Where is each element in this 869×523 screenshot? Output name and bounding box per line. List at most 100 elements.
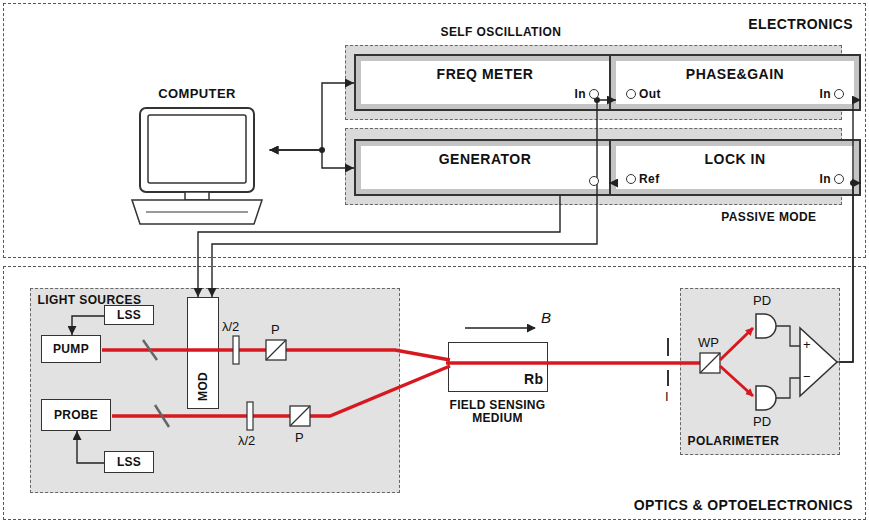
- node-label: OPTICS & OPTOELECTRONICS: [634, 497, 853, 513]
- control-box: LSS: [104, 305, 154, 325]
- mirror: [143, 340, 157, 360]
- instrument-name: LOCK IN: [623, 151, 847, 167]
- node-label: ELECTRONICS: [748, 16, 853, 32]
- port-group: Ref: [623, 172, 660, 186]
- part-label: λ/2: [238, 433, 255, 448]
- wollaston-prism: [700, 353, 720, 373]
- photodiode: [756, 314, 776, 338]
- mode-group: SELF OSCILLATIONFREQ METERInPHASE&GAINOu…: [345, 45, 842, 120]
- half-wave-plate: [233, 336, 239, 364]
- prism-diagonal: [700, 353, 720, 373]
- iris: [667, 338, 669, 356]
- instrument-name: FREQ METER: [368, 66, 602, 82]
- port-row: Out In: [623, 87, 847, 101]
- combined-beam: [446, 361, 710, 365]
- node-label: PUMP: [53, 342, 89, 356]
- field-arrow: [465, 327, 535, 329]
- port-row: [368, 176, 602, 186]
- diode-wire: [776, 378, 800, 398]
- node-label: PASSIVE MODE: [721, 210, 816, 224]
- instrument-box: GENERATOR: [354, 139, 616, 196]
- photodiode: [756, 386, 776, 410]
- vapor-cell: RbFIELD SENSING MEDIUM: [438, 342, 558, 432]
- iris: [667, 370, 669, 386]
- mirror: [155, 405, 169, 427]
- part-label: λ/2: [222, 319, 239, 334]
- port-name: Ref: [639, 172, 660, 186]
- part-label: −: [803, 369, 811, 384]
- port-circle: [589, 176, 599, 186]
- polarizer-diagonal: [266, 340, 286, 360]
- node-label: LIGHT SOURCES: [38, 293, 142, 307]
- port-group: Out: [623, 87, 661, 101]
- port-circle: [589, 89, 599, 99]
- signal-wire: [72, 316, 104, 335]
- keyboard-base: [132, 200, 262, 224]
- diode-wire: [776, 326, 800, 346]
- port-group: [586, 176, 602, 186]
- port-group: In: [820, 172, 847, 186]
- region-panel: ELECTRONICSCOMPUTERSELF OSCILLATIONFREQ …: [3, 3, 866, 258]
- polarizer-cube: [290, 406, 310, 426]
- difference-amplifier: [800, 328, 837, 396]
- signal-wire: [840, 100, 862, 362]
- port-circle: [626, 174, 636, 184]
- polarizer-cube: [266, 340, 286, 360]
- split-beam: [720, 328, 753, 360]
- signal-wire: [270, 83, 355, 150]
- node-label: Rb: [524, 371, 543, 387]
- node-label: COMPUTER: [158, 86, 236, 101]
- monitor-frame: [140, 108, 254, 192]
- part-label: PD: [753, 293, 771, 308]
- signal-wire: [840, 183, 862, 362]
- signal-wire: [609, 182, 616, 183]
- control-box: LSS: [104, 451, 154, 473]
- instrument-box: FREQ METER In: [354, 54, 616, 111]
- port-group: In: [820, 87, 847, 101]
- node-label: LSS: [117, 455, 141, 469]
- instrument-box: LOCK IN Ref In: [609, 139, 861, 196]
- modulator-box: MOD: [187, 297, 219, 409]
- split-beam: [720, 366, 753, 396]
- instrument-name: PHASE&GAIN: [623, 66, 847, 82]
- part-label: +: [803, 337, 811, 352]
- node-label: POLARIMETER: [688, 434, 780, 448]
- laser-box: PUMP: [41, 335, 101, 363]
- signal-wire: [212, 100, 609, 297]
- monitor-screen: [148, 115, 246, 183]
- part-label: B: [541, 309, 551, 326]
- node-label: PROBE: [54, 408, 98, 422]
- node-caption: FIELD SENSING MEDIUM: [438, 399, 558, 427]
- port-name: Out: [639, 87, 661, 101]
- port-circle: [834, 89, 844, 99]
- part-label: P: [295, 430, 304, 445]
- signal-wire: [270, 150, 355, 168]
- region-panel: OPTICS & OPTOELECTRONICSLIGHT SOURCESLSS…: [3, 266, 866, 520]
- instrument-name: GENERATOR: [368, 151, 602, 167]
- half-wave-plate: [247, 402, 253, 430]
- port-name: In: [820, 172, 831, 186]
- node-label: LSS: [117, 308, 141, 322]
- signal-wire: [609, 99, 616, 100]
- keyboard-line: [146, 212, 248, 213]
- signal-wire: [77, 431, 104, 463]
- port-name: In: [820, 87, 831, 101]
- port-row: In: [368, 87, 602, 101]
- part-label: I: [665, 389, 669, 404]
- polarizer-diagonal: [290, 406, 310, 426]
- port-name: In: [575, 87, 586, 101]
- part-label: P: [271, 322, 280, 337]
- node-label: MOD: [196, 372, 210, 401]
- part-label: PD: [753, 414, 771, 429]
- signal-wire: [198, 196, 560, 297]
- part-label: WP: [698, 335, 719, 350]
- laser-box: PROBE: [41, 399, 111, 431]
- port-circle: [834, 174, 844, 184]
- instrument-box: PHASE&GAIN Out In: [609, 54, 861, 111]
- port-circle: [626, 89, 636, 99]
- port-row: Ref In: [623, 172, 847, 186]
- probe-beam: [112, 366, 450, 416]
- mode-group: PASSIVE MODEGENERATORLOCK INRefIn: [345, 128, 842, 205]
- monitor-neck: [185, 192, 209, 200]
- source-group: LIGHT SOURCESLSSPUMPMODPROBELSS: [30, 288, 400, 493]
